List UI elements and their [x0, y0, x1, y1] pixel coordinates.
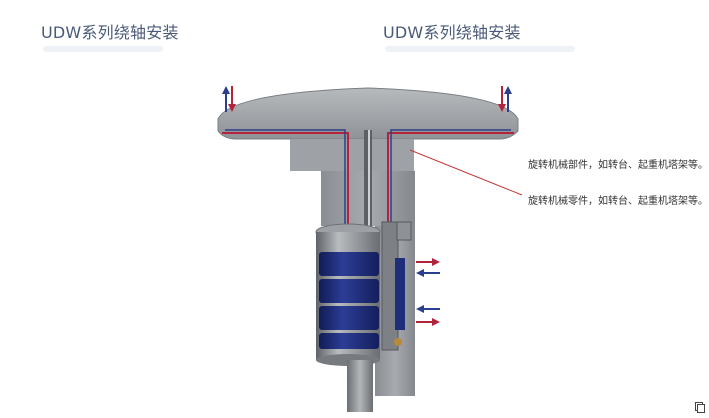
arrow-group-top-left — [222, 86, 236, 112]
bottom-shaft — [347, 360, 373, 412]
title-right: UDW系列绕轴安装 — [383, 23, 521, 42]
ghost-subtitle-left — [43, 46, 163, 52]
upper-body — [290, 139, 414, 171]
title-left: UDW系列绕轴安装 — [41, 23, 179, 42]
arrow-left-icon — [416, 269, 440, 277]
ghost-subtitle-right — [385, 46, 575, 52]
arrow-right-icon — [416, 318, 440, 326]
fitting — [394, 338, 402, 346]
coil-band-2 — [319, 279, 379, 303]
copy-icon[interactable] — [695, 402, 705, 413]
coil-band-4 — [319, 333, 379, 349]
arrow-group-top-right — [498, 86, 512, 112]
coil-band-1 — [319, 252, 379, 276]
annotation-caption-1: 旋转机械部件，如转台、起重机塔架等。 — [528, 160, 708, 171]
leader-line — [409, 149, 523, 196]
arrow-left-icon — [416, 305, 440, 313]
channel-left — [222, 132, 349, 226]
arrow-right-icon — [416, 258, 440, 266]
annotation-caption-2: 旋转机械零件，如转台、起重机塔架等。 — [528, 196, 708, 207]
channel-right — [387, 132, 514, 226]
coil-band-3 — [319, 306, 379, 330]
